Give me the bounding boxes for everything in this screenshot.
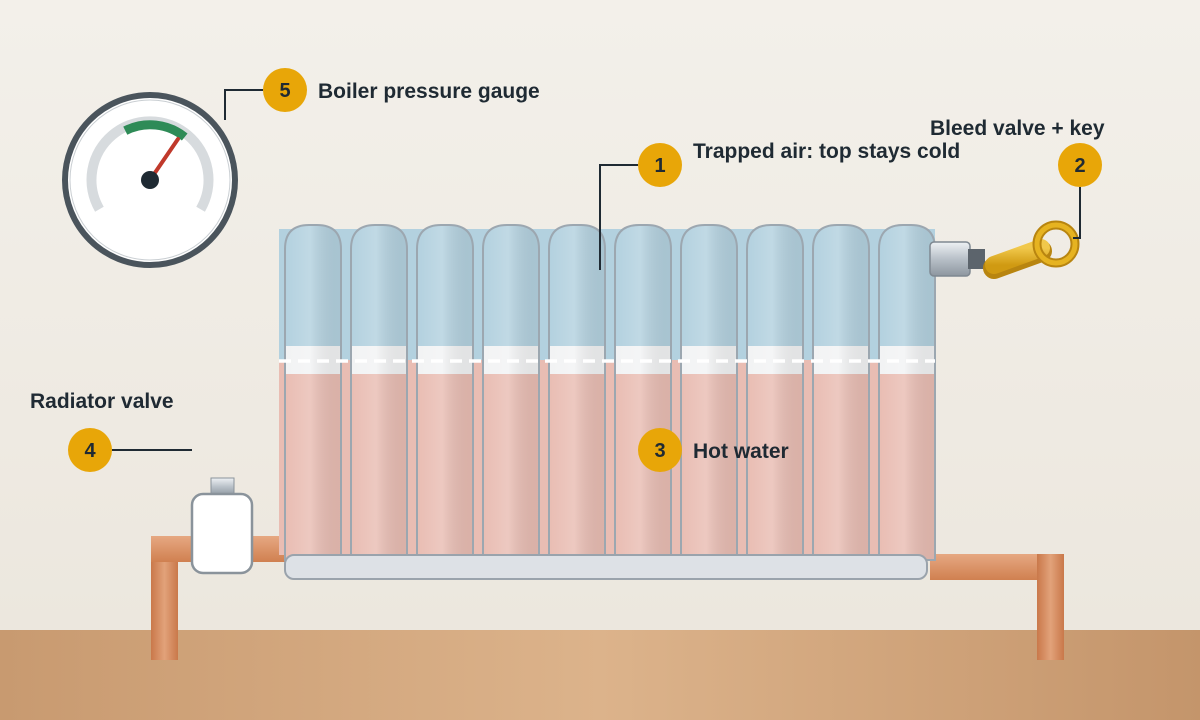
floor <box>0 630 1200 720</box>
leader-line-1 <box>599 164 638 270</box>
radiator-column <box>548 224 606 561</box>
outlet-pipe <box>930 554 1064 660</box>
gauge-hub <box>141 171 159 189</box>
radiator-column <box>746 224 804 561</box>
radiator-column <box>680 224 738 561</box>
bleed-key-icon[interactable] <box>929 220 1080 279</box>
radiator-columns <box>284 224 936 561</box>
callout-label-3: Hot water <box>693 440 789 463</box>
callout-badge-4: 4 <box>68 428 112 472</box>
callout-badge-1: 1 <box>638 143 682 187</box>
callout-number-4: 4 <box>84 440 96 462</box>
leader-line-2 <box>1073 187 1081 239</box>
radiator-valve-icon[interactable] <box>190 477 254 575</box>
radiator-column <box>482 224 540 561</box>
leader-lines <box>112 89 1081 451</box>
radiator-column <box>812 224 870 561</box>
callout-badge-3: 3 <box>638 428 682 472</box>
radiator <box>279 224 936 580</box>
callout-number-3: 3 <box>654 440 665 462</box>
gauge-green-zone <box>123 120 188 141</box>
leader-line-5 <box>224 89 263 120</box>
callout-number-5: 5 <box>279 80 290 102</box>
radiator-column <box>350 224 408 561</box>
radiator-column <box>284 224 342 561</box>
radiator-column <box>878 224 936 561</box>
callout-label-4: Radiator valve <box>30 390 174 413</box>
radiator-column <box>416 224 474 561</box>
radiator-column <box>614 224 672 561</box>
radiator-bottom-rail <box>284 554 928 580</box>
pressure-gauge-icon <box>62 92 238 268</box>
callout-label-2: Bleed valve + key <box>930 117 1105 140</box>
callout-badge-2: 2 <box>1058 143 1102 187</box>
callout-badge-5: 5 <box>263 68 307 112</box>
callout-label-1: Trapped air: top stays cold <box>693 140 961 163</box>
callout-label-5: Boiler pressure gauge <box>318 80 540 103</box>
callout-number-1: 1 <box>654 155 665 177</box>
callout-number-2: 2 <box>1074 155 1085 177</box>
